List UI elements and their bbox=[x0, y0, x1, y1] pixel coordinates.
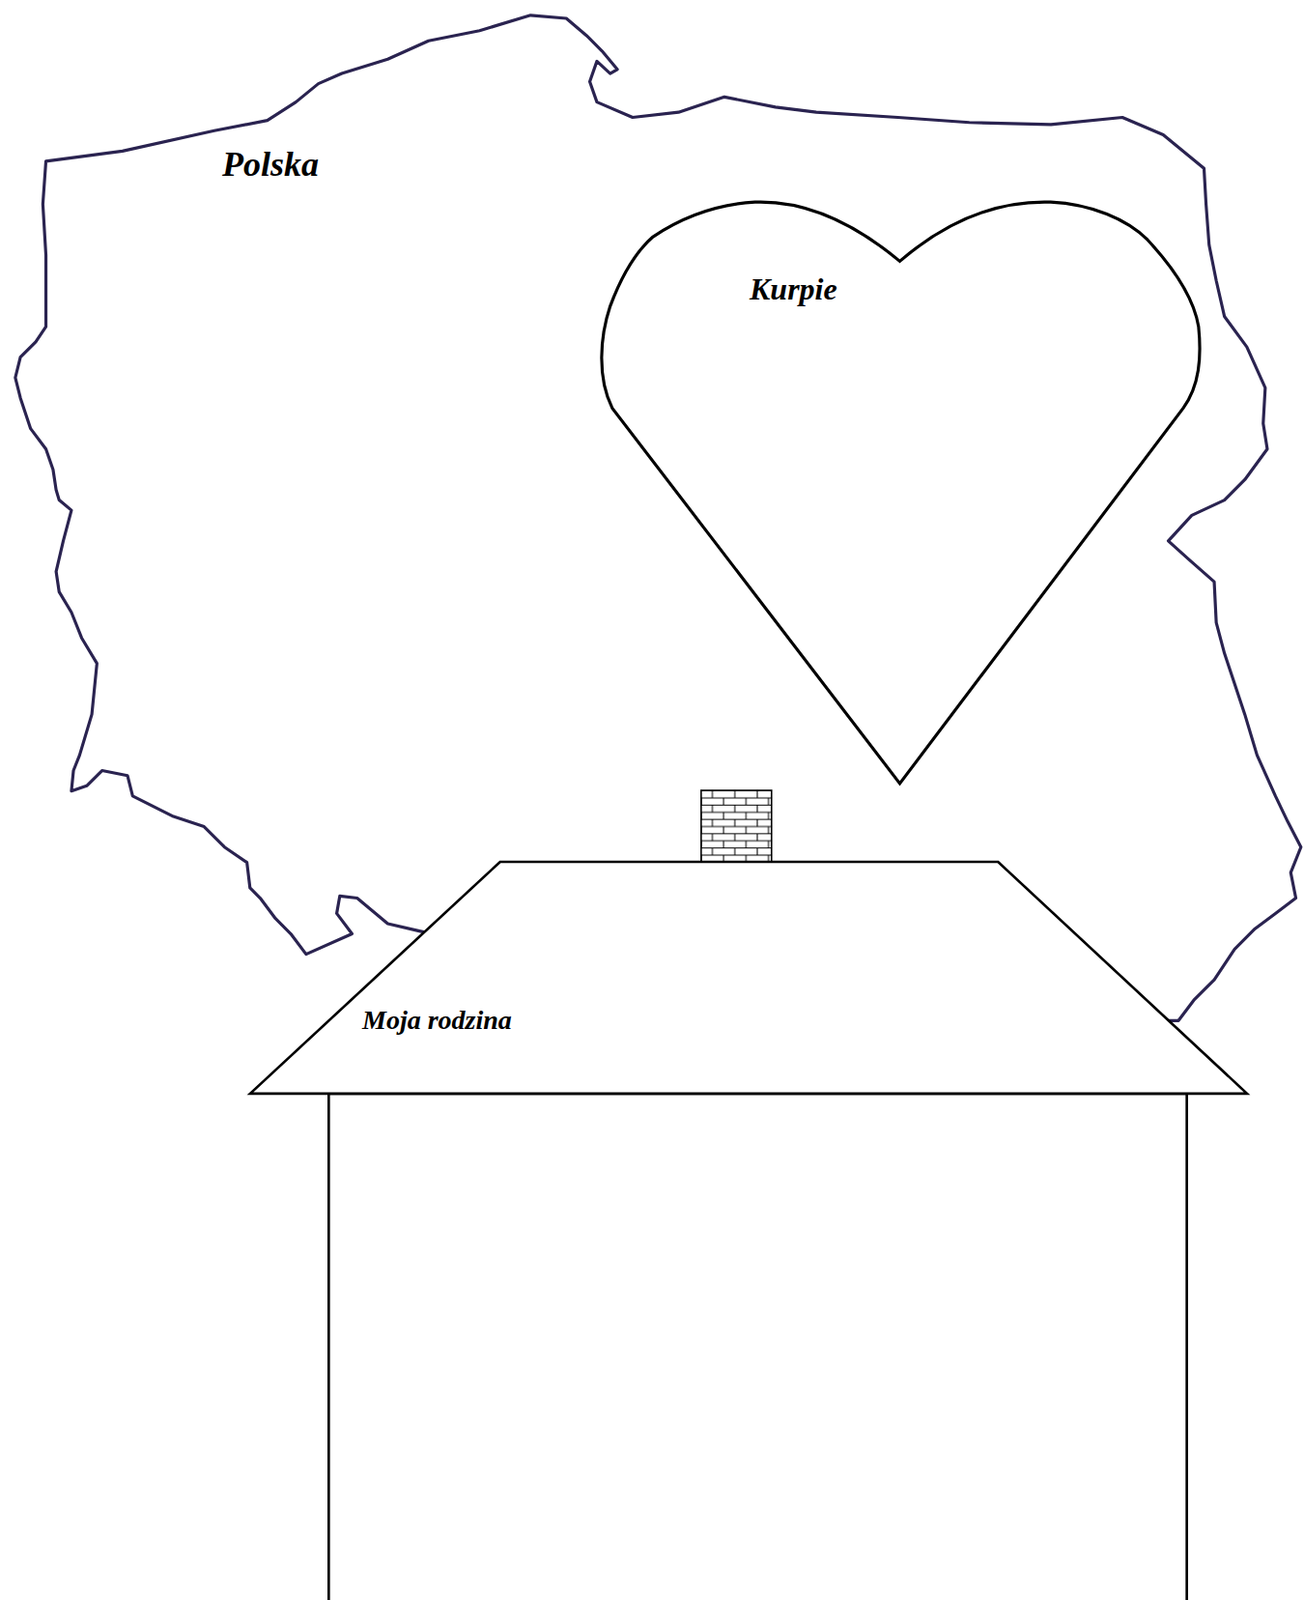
house-outline bbox=[250, 790, 1248, 1600]
heart-region: Kurpie bbox=[596, 198, 1202, 786]
chimney bbox=[701, 790, 772, 862]
region-label: Kurpie bbox=[749, 271, 838, 308]
heart-outline bbox=[596, 198, 1202, 786]
region-label: Polska bbox=[222, 144, 319, 185]
house-roof bbox=[250, 861, 1248, 1094]
heart-outline bbox=[601, 201, 1200, 784]
house-walls bbox=[328, 1093, 1187, 1600]
house-shape: Moja rodzina bbox=[250, 790, 1248, 1600]
region-label: Moja rodzina bbox=[362, 1004, 512, 1036]
